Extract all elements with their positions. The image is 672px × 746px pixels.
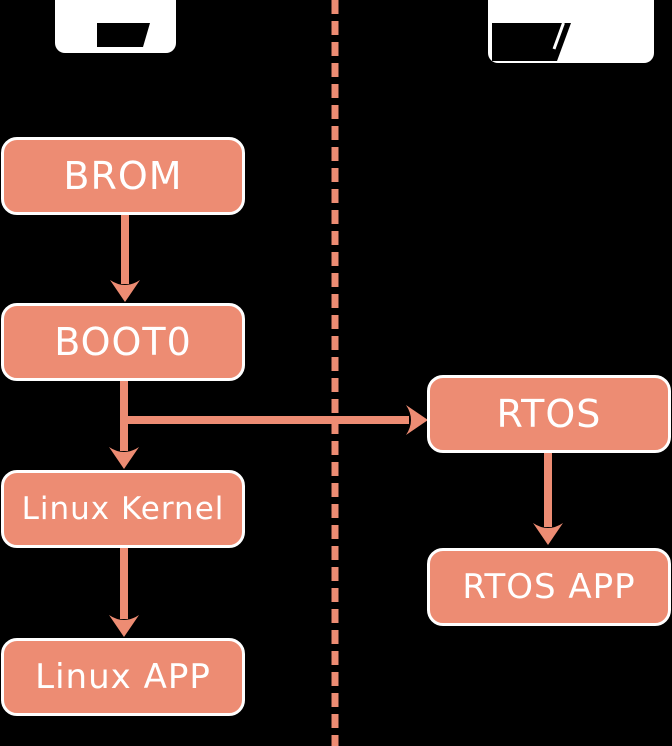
node-linux-kernel-label: Linux Kernel <box>21 491 225 527</box>
edge-brom-to-boot0 <box>110 211 140 302</box>
node-rtos: RTOS <box>427 375 671 453</box>
node-boot0: BOOT0 <box>1 303 245 381</box>
left-header-glyph-fragment <box>97 23 150 47</box>
right-header-glyph-fragment <box>492 23 571 61</box>
node-brom: BROM <box>1 137 245 215</box>
arrowhead-down-icon <box>110 280 140 302</box>
node-linux-app: Linux APP <box>1 638 245 716</box>
edge-rtos-to-rapp <box>533 451 563 545</box>
left-column-header-chip-cropped <box>55 0 176 53</box>
node-brom-label: BROM <box>63 154 183 198</box>
right-header-glyph-gap <box>552 22 565 50</box>
node-rtos-app: RTOS APP <box>427 548 671 626</box>
node-linux-app-label: Linux APP <box>35 657 211 697</box>
arrowhead-down-icon <box>109 615 139 637</box>
arrowhead-right-icon <box>406 405 428 435</box>
edge-boot0-to-kernel <box>109 379 139 469</box>
node-rtos-label: RTOS <box>496 392 602 436</box>
edge-boot0-to-rtos <box>124 405 428 435</box>
right-column-header-chip-cropped <box>488 0 654 63</box>
arrowhead-down-icon <box>533 523 563 545</box>
node-rtos-app-label: RTOS APP <box>462 567 636 607</box>
node-boot0-label: BOOT0 <box>54 320 192 364</box>
edge-kernel-to-lapp <box>109 546 139 637</box>
arrowhead-down-icon <box>109 447 139 469</box>
node-linux-kernel: Linux Kernel <box>1 470 245 548</box>
